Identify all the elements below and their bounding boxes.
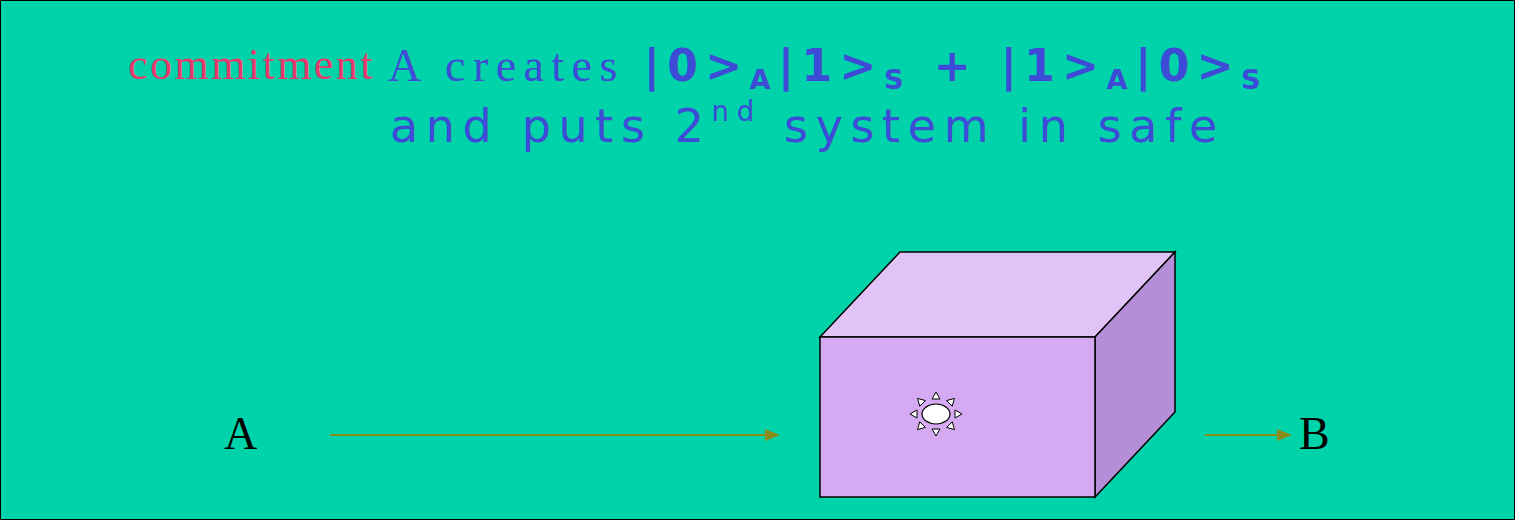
step-text: and puts 2nd system in safe [390,98,1225,149]
text-run: B [1299,408,1330,459]
text-run: commitment [128,40,375,89]
step-title: commitment [128,43,375,87]
text-run: and puts 2 [390,99,712,153]
text-run: A [224,408,257,459]
arrow-head [1277,429,1292,441]
text-run: |1> [778,40,884,91]
arrow-line [1205,434,1280,436]
text-run: |0> [644,40,750,91]
text-run: |0> [1135,40,1241,91]
subscript: A [750,64,779,95]
sun-ray [932,429,940,436]
party-label: A [224,411,257,457]
text-run: + |1> [911,40,1107,91]
sun-ray [947,422,955,430]
sun-ray [910,410,917,418]
subscript: A [1107,64,1136,95]
safe-box [820,252,1175,497]
safe-front [820,337,1095,497]
superscript: nd [712,95,762,128]
text-run: system in safe [762,99,1225,153]
sun-ray [918,422,926,430]
party-label: B [1299,411,1330,457]
sun-ray [918,398,926,406]
subscript: S [884,64,911,95]
safe-side [1095,252,1175,497]
arrow-line [330,434,768,436]
text-run: A creates [388,40,644,91]
subscript: S [1241,64,1268,95]
sun-symbol [910,392,962,436]
state-text: A creates |0>A|1>S + |1>A|0>S [388,43,1268,93]
sun-ray [955,410,962,418]
arrow-head [765,429,780,441]
sun-core [922,404,950,424]
sun-ray [932,392,940,399]
sun-ray [947,398,955,406]
ket-expression: |0>A|1>S + |1>A|0>S [644,40,1268,91]
